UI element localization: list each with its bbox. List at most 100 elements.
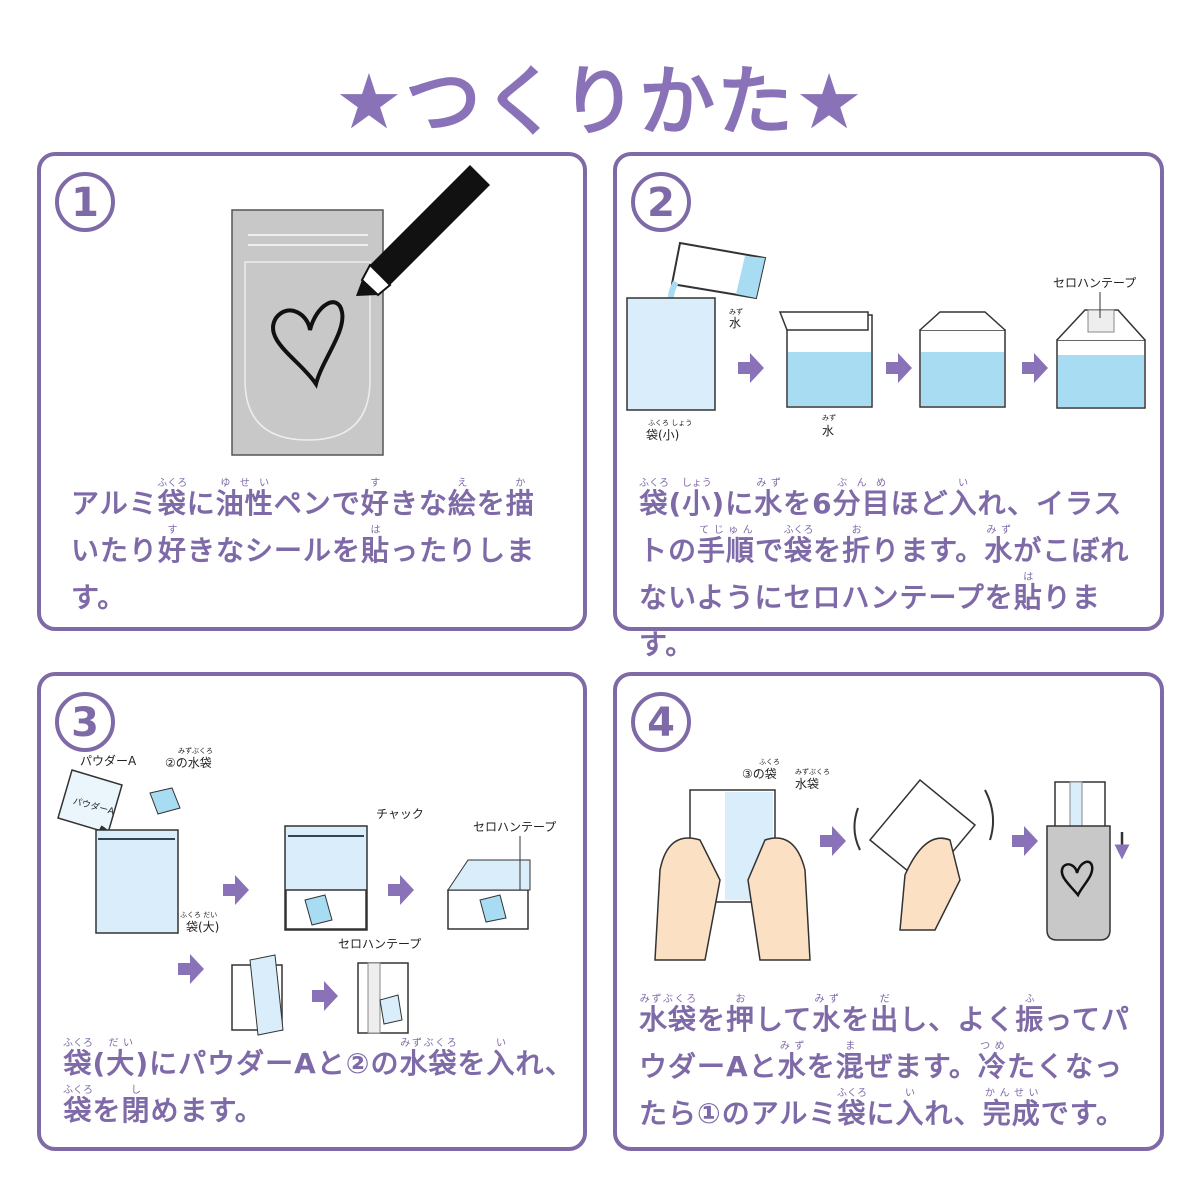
step-3-panel: 3 袋ふくろ(大だい)にパウダーAと②の水袋みずぶくろを入いれ、袋ふくろを閉しめ… xyxy=(37,672,587,1151)
furigana: みず xyxy=(812,994,842,1005)
ruby-text: 描か xyxy=(505,478,535,520)
furigana: だい xyxy=(106,1038,136,1049)
text-segment: を xyxy=(806,1050,836,1083)
furigana: ふくろ xyxy=(63,1085,93,1096)
furigana: みずぶくろ xyxy=(399,1038,458,1049)
ruby-text: 入い xyxy=(948,478,978,520)
text-segment: を6 xyxy=(783,487,833,520)
step-4-description: 水袋みずぶくろを押おして水みずを出だし、よく振ふってパウダーAと水みずを混まぜま… xyxy=(639,994,1149,1137)
ruby-text: 冷つめ xyxy=(977,1041,1007,1083)
ruby-text: 好す xyxy=(360,478,390,520)
text-segment: に xyxy=(866,1097,896,1130)
text-segment: きなシールを xyxy=(187,534,362,567)
furigana: みず xyxy=(984,525,1014,536)
furigana: つめ xyxy=(977,1041,1007,1052)
ruby-text: 油性ゆせい xyxy=(215,478,274,520)
ruby-text: 出だ xyxy=(870,994,900,1036)
text-segment: )に xyxy=(711,487,755,520)
text-segment: を xyxy=(457,1047,487,1080)
ruby-text: 水みず xyxy=(777,1041,807,1083)
ruby-text: 入い xyxy=(486,1038,516,1080)
furigana: い xyxy=(948,478,978,489)
text-segment: ぜます。 xyxy=(864,1050,978,1083)
step-4-panel: 4 水袋みずぶくろを押おして水みずを出だし、よく振ふってパウダーAと水みずを混ま… xyxy=(613,672,1164,1151)
step-1-description: アルミ袋ふくろに油性ゆせいペンで好すきな絵えを描かいたり好すきなシールを貼はった… xyxy=(71,478,561,621)
furigana: ま xyxy=(835,1041,865,1052)
ruby-text: 分目ぶんめ xyxy=(832,478,891,520)
ruby-text: 完成かんせい xyxy=(982,1088,1041,1130)
text-segment: ( xyxy=(92,1047,107,1080)
text-segment: を xyxy=(841,1003,871,1036)
text-segment: ほど xyxy=(890,487,949,520)
text-segment: がこぼれないようにセロハンテープを xyxy=(639,534,1130,614)
text-segment: たくなったら①のアルミ xyxy=(639,1050,1123,1130)
ruby-text: 袋ふくろ xyxy=(783,525,814,567)
ruby-text: 貼は xyxy=(361,525,391,567)
ruby-text: 振ふ xyxy=(1015,994,1045,1036)
text-segment: れ、イラストの xyxy=(639,487,1123,567)
furigana: ふ xyxy=(1015,994,1045,1005)
text-segment: めます。 xyxy=(150,1094,264,1127)
ruby-text: 好す xyxy=(158,525,188,567)
text-segment: を xyxy=(476,487,506,520)
text-segment: ペンで xyxy=(273,487,361,520)
text-segment: を xyxy=(697,1003,727,1036)
ruby-text: 大だい xyxy=(106,1038,136,1080)
furigana: す xyxy=(158,525,188,536)
step-number: 1 xyxy=(55,172,115,232)
text-segment: れ、 xyxy=(924,1097,983,1130)
ruby-text: 水みず xyxy=(754,478,784,520)
furigana: い xyxy=(486,1038,516,1049)
text-segment: で xyxy=(755,534,785,567)
step-2-description: 袋ふくろ(小しょう)に水みずを6分目ぶんめほど入いれ、イラストの手順てじゅんで袋… xyxy=(639,478,1149,668)
ruby-text: 小しょう xyxy=(681,478,712,520)
furigana: みず xyxy=(777,1041,807,1052)
text-segment: ったりします。 xyxy=(71,534,536,614)
text-segment: )にパウダーAと②の xyxy=(135,1047,400,1080)
text-segment: れ、 xyxy=(515,1047,574,1080)
furigana: ふくろ xyxy=(783,525,814,536)
furigana: ふくろ xyxy=(157,478,188,489)
furigana: てじゅん xyxy=(697,525,756,536)
ruby-text: 押お xyxy=(726,994,756,1036)
step-number: 3 xyxy=(55,692,115,752)
furigana: ふくろ xyxy=(639,478,669,489)
furigana: しょう xyxy=(681,478,712,489)
furigana: ぶんめ xyxy=(832,478,891,489)
furigana: かんせい xyxy=(982,1088,1041,1099)
page-title: ★つくりかた★ xyxy=(334,57,866,146)
ruby-text: 絵え xyxy=(447,478,477,520)
furigana: ふくろ xyxy=(63,1038,93,1049)
text-segment: を xyxy=(92,1094,122,1127)
text-segment: を xyxy=(813,534,843,567)
step-number: 4 xyxy=(631,692,691,752)
furigana: お xyxy=(842,525,872,536)
text-segment: ( xyxy=(668,487,683,520)
ruby-text: 閉し xyxy=(121,1085,151,1127)
furigana: し xyxy=(121,1085,151,1096)
step-2-panel: 2 袋ふくろ (小しょう)に水みずを6分目ぶんめほど入いれ、イラストの手順てじゅん… xyxy=(613,152,1164,661)
text-segment: ります。 xyxy=(639,581,1101,661)
step-number: 2 xyxy=(631,172,691,232)
text-segment: に xyxy=(186,487,216,520)
furigana: お xyxy=(726,994,756,1005)
furigana: か xyxy=(505,478,535,489)
text-segment: ってパウダーAと xyxy=(639,1003,1130,1083)
ruby-text: 手順てじゅん xyxy=(697,525,756,567)
ruby-text: 袋ふくろ xyxy=(836,1088,867,1130)
text-segment: です。 xyxy=(1040,1097,1125,1130)
ruby-text: 水袋みずぶくろ xyxy=(639,994,698,1036)
ruby-text: 水袋みずぶくろ xyxy=(399,1038,458,1080)
text-segment: ります。 xyxy=(871,534,985,567)
text-segment: し、よく xyxy=(899,1003,1016,1036)
furigana: ふくろ xyxy=(836,1088,867,1099)
text-segment: きな xyxy=(389,487,448,520)
text-segment: アルミ xyxy=(71,487,158,520)
ruby-text: 折お xyxy=(842,525,872,567)
ruby-text: 袋ふくろ xyxy=(63,1085,93,1127)
step-1-panel: 1 アルミ袋ふくろに油性ゆせいペンで好すきな絵えを描かいたり好すきなシールを貼は… xyxy=(37,152,587,631)
text-segment: して xyxy=(755,1003,813,1036)
text-segment: いたり xyxy=(71,534,159,567)
ruby-text: 貼は xyxy=(1013,572,1043,614)
ruby-text: 袋ふくろ xyxy=(157,478,188,520)
